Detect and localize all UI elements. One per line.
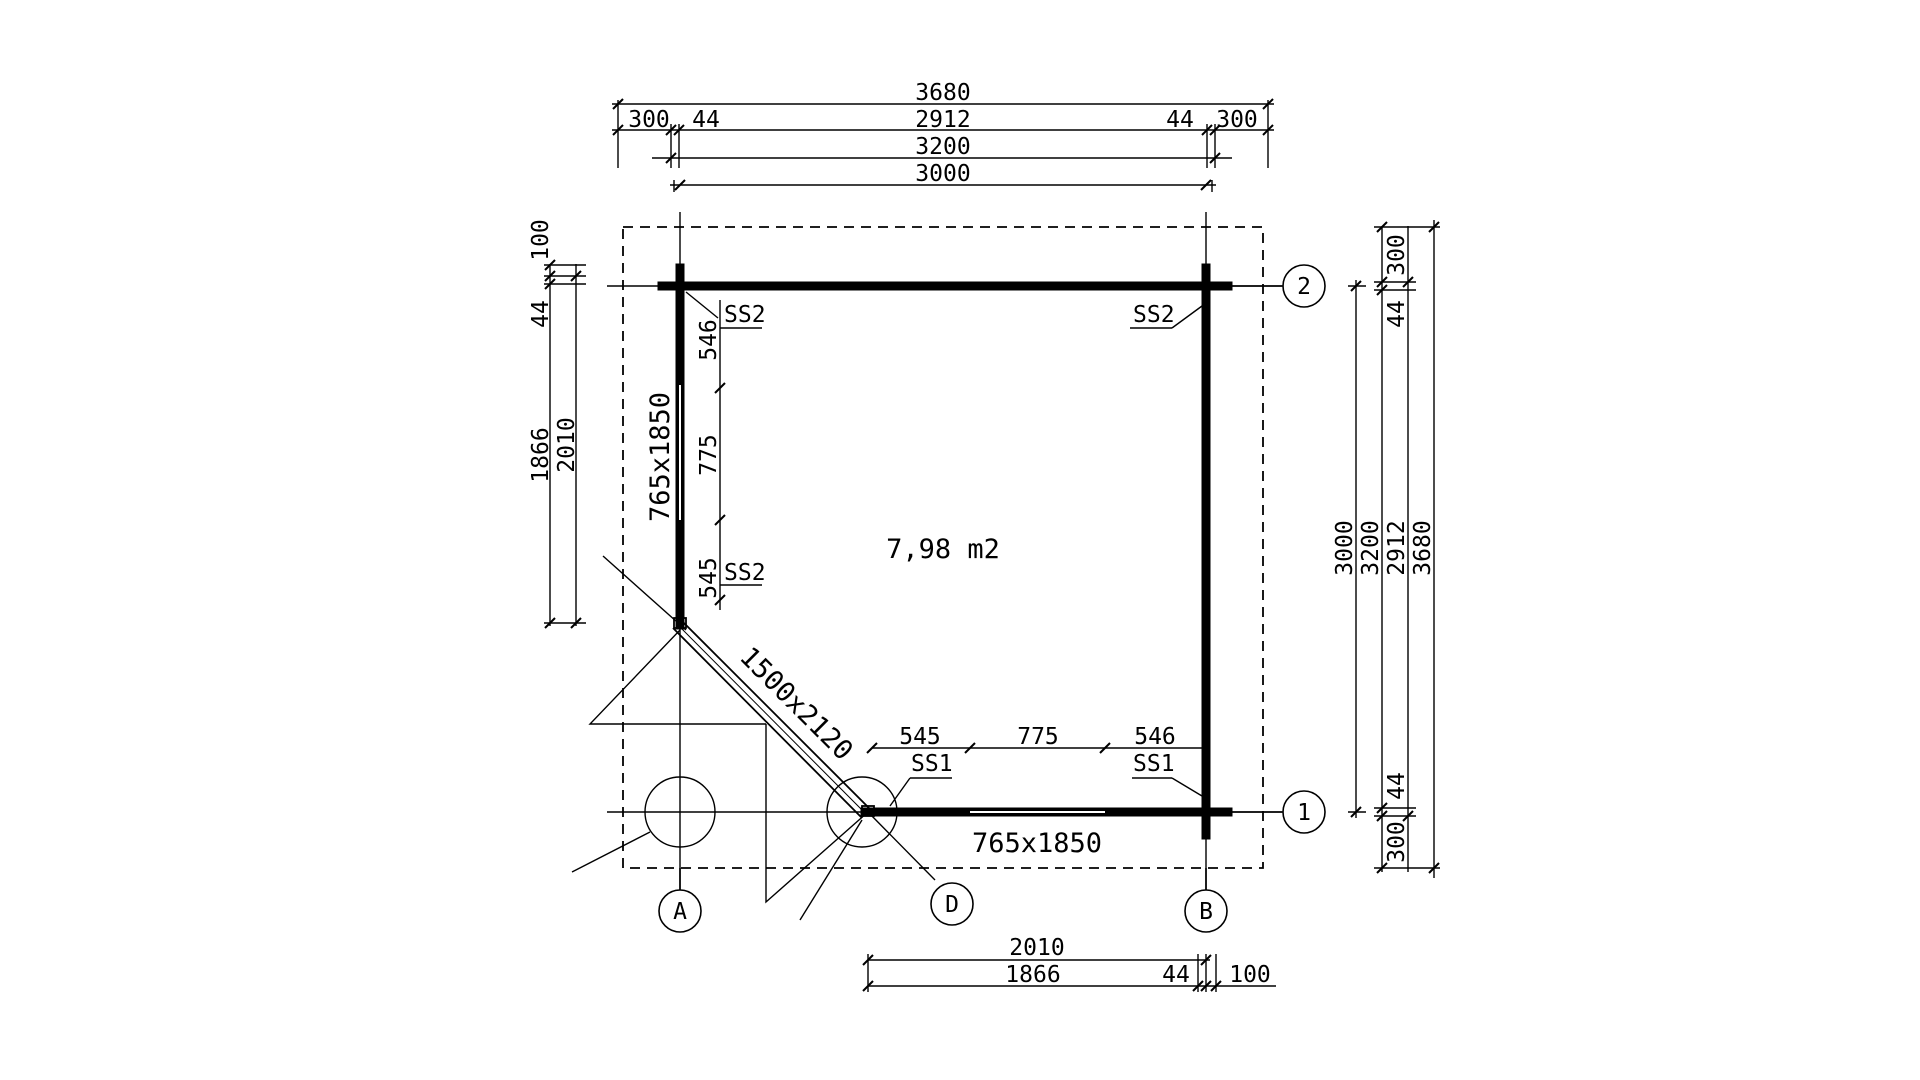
- top-right-tag-arrow: [1171, 305, 1203, 329]
- dim-bottom-overhang: 100: [1229, 962, 1271, 988]
- construction-lines: [571, 555, 936, 921]
- axis-bubbles: [658, 264, 1326, 933]
- dim-right-wall-outer: 3200: [1358, 520, 1384, 575]
- bottom-seg-left: 545: [899, 724, 941, 750]
- door-wall: [672, 617, 875, 819]
- dim-top-overhang-right: 300: [1216, 107, 1258, 133]
- dim-top-wall-outer: 3200: [915, 134, 970, 160]
- left-window-size: 765x1850: [645, 392, 676, 522]
- dim-right-wall-top: 44: [1384, 300, 1410, 328]
- left-seg-top: 546: [696, 319, 722, 361]
- dim-top-wall-left: 44: [692, 107, 720, 133]
- dim-bottom-total: 2010: [1009, 935, 1064, 961]
- dim-top-inner: 2912: [915, 107, 970, 133]
- dim-left-inner: 1866: [528, 427, 554, 482]
- dim-left-total: 2010: [554, 417, 580, 472]
- left-wall-opening-dims: [685, 291, 762, 610]
- dim-top-overall: 3680: [915, 80, 970, 106]
- left-tag-top: SS2: [724, 302, 766, 328]
- axis-label-a: A: [673, 899, 687, 925]
- dim-right-grid: 3000: [1332, 520, 1358, 575]
- bottom-wall-opening-dims: [872, 747, 1204, 807]
- door-size: 1500x2120: [733, 641, 858, 766]
- dim-left-wall: 44: [528, 300, 554, 328]
- axis-label-d: D: [945, 892, 959, 918]
- bottom-seg-right: 546: [1134, 724, 1176, 750]
- dim-right-inner: 2912: [1384, 520, 1410, 575]
- dim-left-overhang: 100: [528, 219, 554, 261]
- dim-right-wall-bottom: 44: [1384, 772, 1410, 800]
- left-seg-mid: 775: [696, 434, 722, 476]
- dim-bottom-wall: 44: [1162, 962, 1190, 988]
- axis-label-1: 2: [1297, 274, 1311, 300]
- dim-right-overhang-top: 300: [1384, 234, 1410, 276]
- bottom-window-size: 765x1850: [972, 828, 1102, 859]
- dim-right-overhang-bottom: 300: [1384, 821, 1410, 863]
- bottom-tag-right: SS1: [1133, 751, 1175, 777]
- top-dimension-lines: [612, 100, 1274, 192]
- bottom-seg-mid: 775: [1017, 724, 1059, 750]
- dim-bottom-inner: 1866: [1005, 962, 1060, 988]
- dim-top-wall-right: 44: [1166, 107, 1194, 133]
- top-right-tag: SS2: [1133, 302, 1175, 328]
- roof-outline: [622, 226, 1264, 869]
- walls: [657, 263, 1233, 840]
- axis-label-2: 1: [1297, 800, 1311, 826]
- dim-top-overhang-left: 300: [628, 107, 670, 133]
- left-seg-bottom: 545: [696, 557, 722, 599]
- dim-top-grid: 3000: [915, 161, 970, 187]
- axis-label-b: B: [1199, 899, 1213, 925]
- area-label: 7,98 m2: [886, 534, 1000, 565]
- bottom-tag-left: SS1: [911, 751, 953, 777]
- left-tag-bottom: SS2: [724, 560, 766, 586]
- dim-right-overall: 3680: [1410, 520, 1436, 575]
